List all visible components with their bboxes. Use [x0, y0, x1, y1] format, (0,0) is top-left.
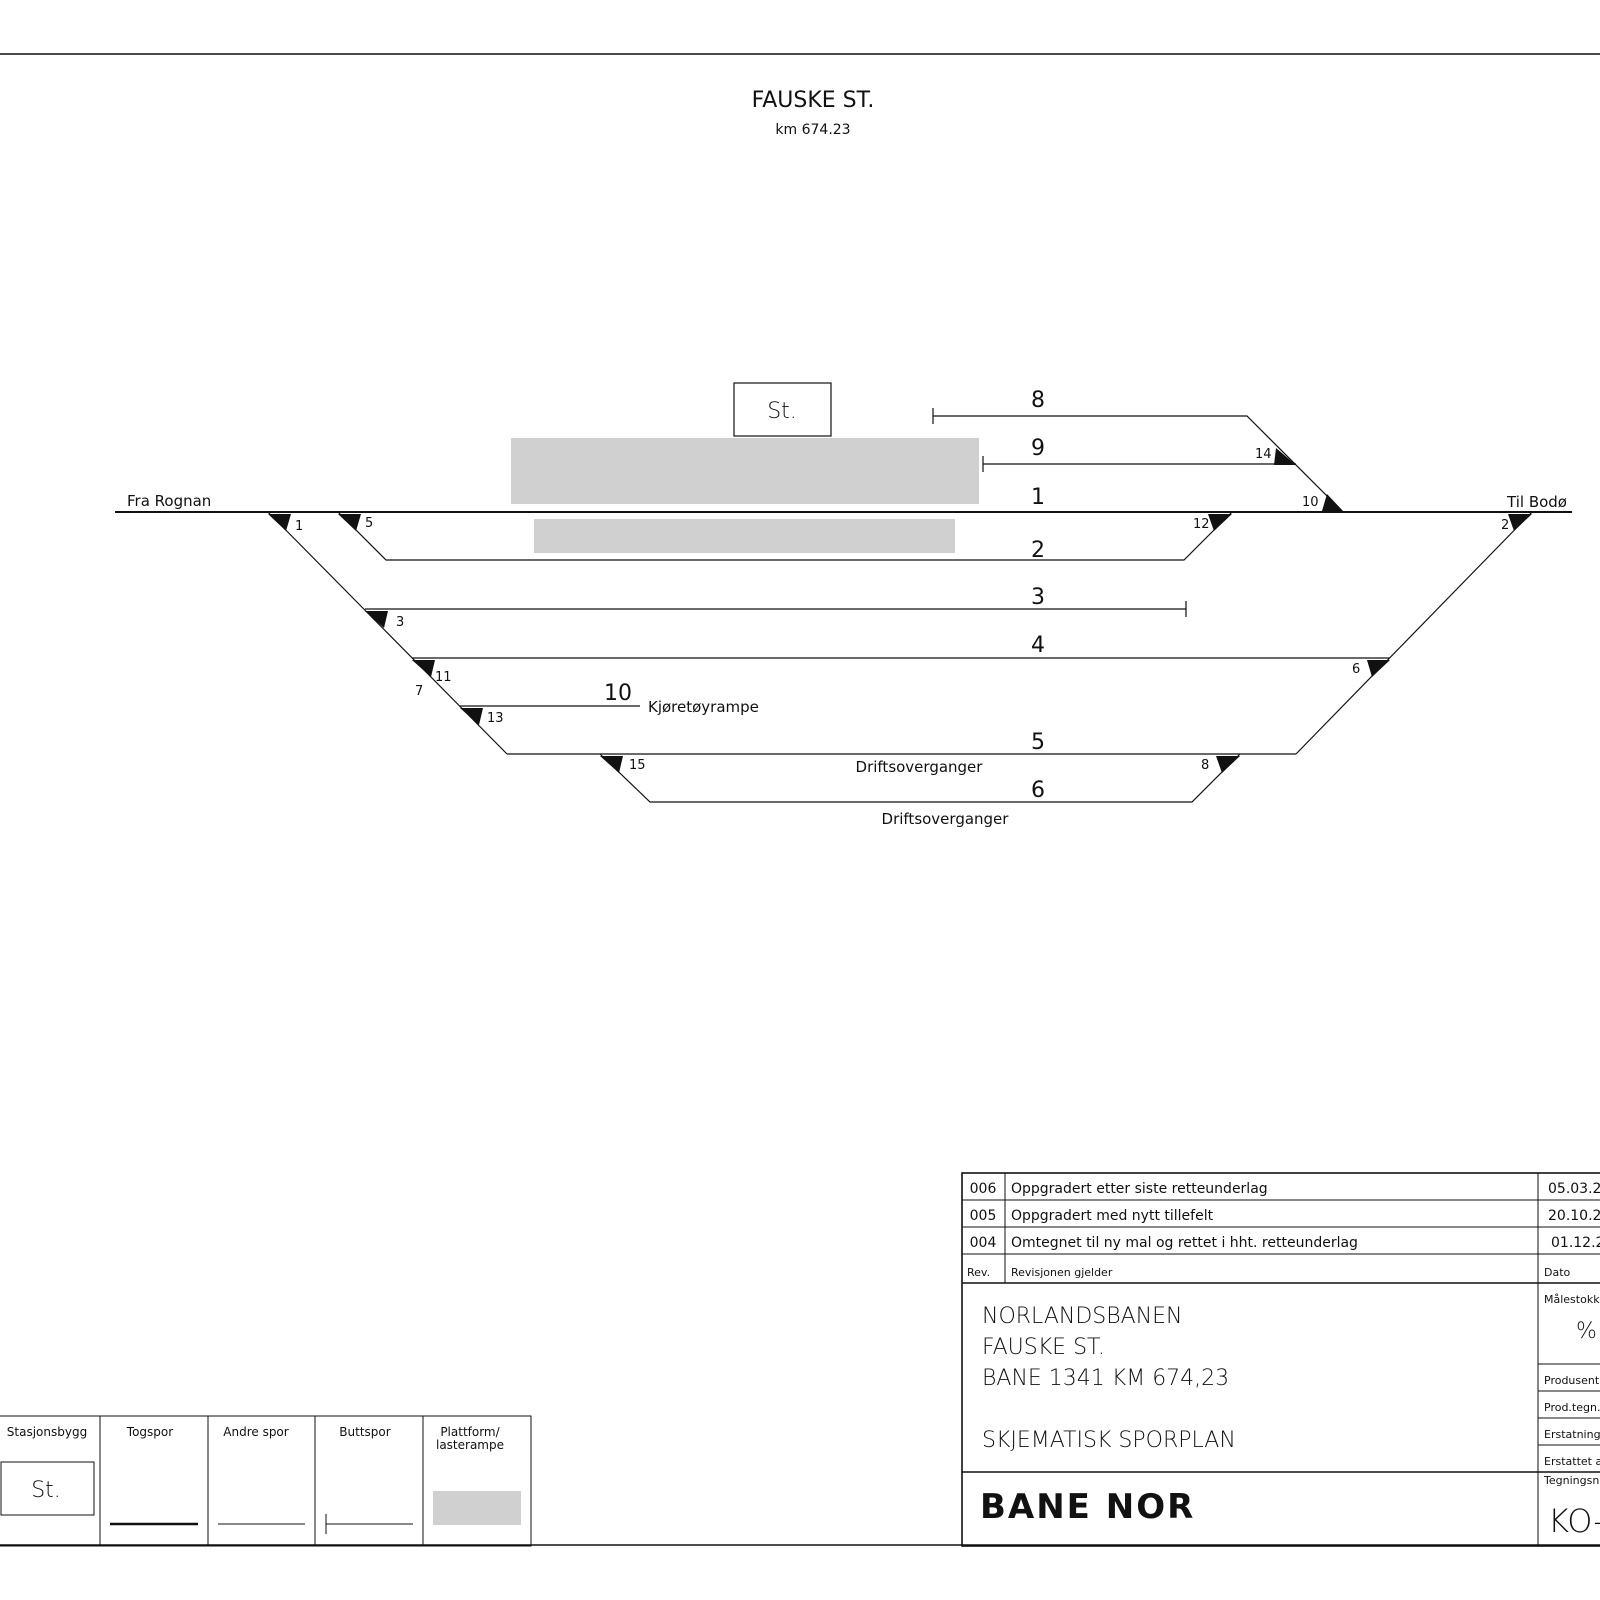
revision-date: 20.10.20	[1548, 1208, 1600, 1224]
title-line-4: SKJEMATISK SPORPLAN	[982, 1428, 1236, 1453]
track-number-8: 8	[1031, 388, 1045, 413]
legend-sample-station	[0, 1461, 95, 1516]
switch-marker-11	[412, 660, 435, 677]
page-title: FAUSKE ST.	[752, 88, 875, 113]
switch-marker-15	[600, 756, 623, 773]
title-line-3: BANE 1341 KM 674,23	[982, 1366, 1229, 1391]
track-6	[599, 753, 1241, 803]
drawing-no-label: Tegningsnu	[1543, 1474, 1600, 1487]
legend-label-train-track: Togspor	[126, 1425, 173, 1439]
switch-marker-6	[1367, 660, 1390, 677]
switch-number-11: 11	[435, 670, 452, 685]
title-block: 006 Oppgradert etter siste retteunderlag…	[961, 1172, 1600, 1547]
track-number-2: 2	[1031, 538, 1045, 563]
end-label-left: Fra Rognan	[127, 492, 211, 510]
switch-number-15: 15	[629, 758, 646, 773]
station-building-label: St.	[767, 399, 797, 424]
scale-label: Målestokk	[1544, 1293, 1600, 1306]
revision-code: 006	[970, 1181, 997, 1197]
legend-label-stub-track: Buttspor	[339, 1425, 390, 1439]
track-number-6: 6	[1031, 778, 1045, 803]
switch-number-6: 6	[1352, 662, 1360, 677]
platform-lower	[534, 519, 955, 553]
drawing-number: KO-	[1548, 1502, 1600, 1540]
ramp-label: Kjøretøyrampe	[648, 698, 759, 716]
revision-header-date: Dato	[1544, 1266, 1571, 1279]
producer-label: Produsent	[1544, 1374, 1600, 1387]
switch-marker-14	[1274, 448, 1296, 465]
legend-label-platform: Plattform/lasterampe	[436, 1425, 504, 1452]
track-number-9: 9	[1031, 436, 1045, 461]
track-number-5: 5	[1031, 730, 1045, 755]
ladder-right	[1295, 511, 1533, 755]
switch-number-14: 14	[1255, 447, 1272, 462]
switch-marker-10	[1322, 494, 1343, 511]
crossing-label-6: Driftsoverganger	[882, 810, 1010, 828]
switch-number-3: 3	[396, 615, 404, 630]
switch-marker-12	[1208, 514, 1232, 531]
revision-header-rev: Rev.	[967, 1266, 990, 1279]
track-number-3: 3	[1031, 585, 1045, 610]
revision-code: 004	[970, 1235, 997, 1251]
prod-no-label: Prod.tegn.n	[1544, 1401, 1600, 1414]
switch-number-7: 7	[415, 684, 423, 699]
track-number-10: 10	[604, 681, 632, 706]
track-number-4: 4	[1031, 633, 1045, 658]
replaced-by-label: Erstattet a	[1544, 1455, 1600, 1468]
switch-marker-8	[1216, 756, 1240, 773]
switch-number-10: 10	[1302, 495, 1319, 510]
legend-sample-station-text: St.	[31, 1478, 61, 1503]
switch-number-1: 1	[295, 519, 303, 534]
replaces-label: Erstatning	[1544, 1428, 1600, 1441]
revision-date: 05.03.20	[1548, 1181, 1600, 1197]
title-line-2: FAUSKE ST.	[982, 1335, 1105, 1360]
switch-number-8: 8	[1201, 758, 1209, 773]
track-2	[337, 511, 1233, 561]
revision-text: Omtegnet til ny mal og rettet i hht. ret…	[1011, 1235, 1358, 1251]
end-label-right: Til Bodø	[1506, 493, 1567, 511]
switch-marker-2	[1508, 514, 1532, 531]
title-line-1: NORLANDSBANEN	[982, 1304, 1183, 1329]
revision-text: Oppgradert etter siste retteunderlag	[1011, 1181, 1268, 1197]
legend-label-other-track: Andre spor	[223, 1425, 289, 1439]
bane-nor-logo: BANE NOR	[980, 1487, 1195, 1527]
track-8	[933, 415, 1344, 513]
switch-number-5: 5	[365, 516, 373, 531]
revision-header-text: Revisjonen gjelder	[1011, 1266, 1113, 1279]
revision-date: 01.12.20	[1551, 1235, 1600, 1251]
switch-marker-5	[338, 514, 361, 531]
revision-code: 005	[970, 1208, 997, 1224]
switch-number-12: 12	[1193, 517, 1210, 532]
track-number-1: 1	[1031, 485, 1045, 510]
switch-marker-3	[365, 611, 388, 628]
platform-upper	[511, 438, 979, 504]
crossing-label-5: Driftsoverganger	[856, 758, 984, 776]
legend-label-station: Stasjonsbygg	[7, 1425, 87, 1439]
km-label: km 674.23	[775, 122, 850, 138]
switch-marker-1	[268, 514, 291, 531]
scale-value: %	[1576, 1319, 1597, 1344]
switch-marker-13	[460, 708, 483, 725]
legend-sample-platform	[433, 1491, 521, 1525]
station-building	[733, 382, 832, 437]
legend: Stasjonsbygg Togspor Andre spor Buttspor…	[0, 1415, 532, 1547]
switch-number-13: 13	[487, 711, 504, 726]
revision-text: Oppgradert med nytt tillefelt	[1011, 1208, 1214, 1224]
switch-number-2: 2	[1501, 518, 1509, 533]
